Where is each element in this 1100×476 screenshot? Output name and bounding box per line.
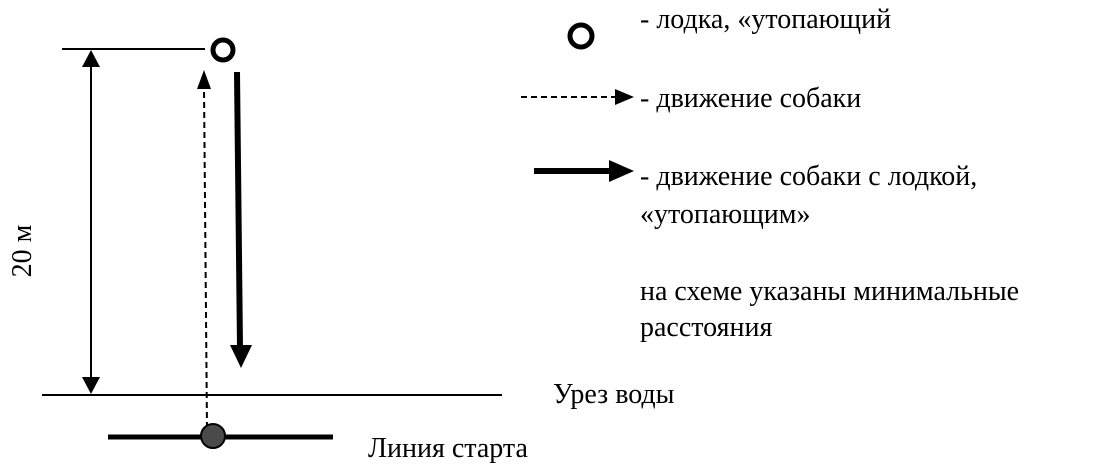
distance-label: 20 м xyxy=(7,224,38,278)
dog-with-boat-arrow xyxy=(230,71,252,368)
dog-path-arrow xyxy=(197,70,211,429)
legend-dog-moving-label: - движение собаки xyxy=(640,83,862,114)
legend-dog-arrow-icon xyxy=(521,89,634,105)
legend-dog-with-boat-label-line2: «утопающим» xyxy=(640,199,811,230)
legend-dog-with-boat-arrow-icon xyxy=(534,160,634,182)
boat-marker xyxy=(210,37,236,63)
legend-boat-icon xyxy=(567,22,595,50)
note-line-2: расстояния xyxy=(640,312,773,343)
note-line-1: на схеме указаны минимальные xyxy=(640,276,1020,307)
waterline-label: Урез воды xyxy=(553,379,675,410)
start-marker xyxy=(200,423,226,449)
distance-dimension-arrow xyxy=(82,50,100,394)
legend-boat-label: - лодка, «утопающий xyxy=(640,4,892,35)
legend-dog-with-boat-label-line1: - движение собаки с лодкой, xyxy=(640,161,978,192)
start-line-label: Линия старта xyxy=(368,433,528,464)
